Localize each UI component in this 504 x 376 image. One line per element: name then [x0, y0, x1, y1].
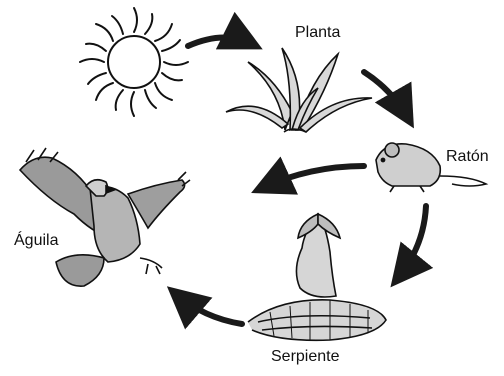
arrow-sun-to-plant	[188, 37, 252, 46]
mouse-label: Ratón	[446, 148, 489, 166]
arrow-snake-to-eagle	[176, 294, 242, 324]
arrow-mouse-to-eagle	[262, 166, 364, 188]
arrow-mouse-to-snake	[398, 206, 426, 278]
arrow-plant-to-mouse	[364, 72, 408, 118]
eagle-icon	[20, 148, 190, 286]
snake-label: Serpiente	[271, 348, 340, 366]
plant-icon	[226, 48, 372, 132]
cobra-icon	[248, 214, 386, 340]
sun-icon	[80, 8, 188, 116]
plant-label: Planta	[295, 24, 340, 42]
eagle-label: Águila	[14, 232, 58, 250]
